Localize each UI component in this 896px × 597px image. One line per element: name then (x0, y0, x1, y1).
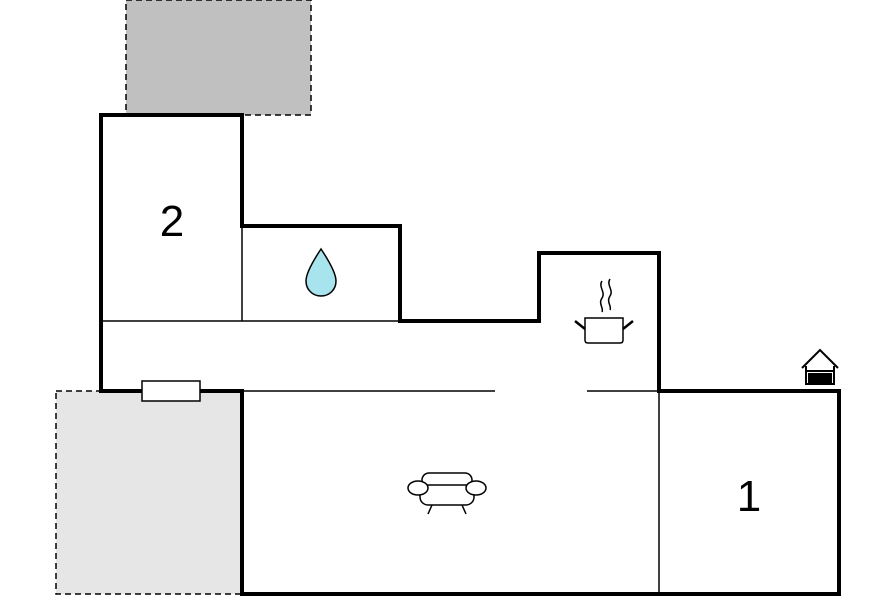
terrace-left (55, 390, 243, 595)
sofa-icon (407, 472, 487, 515)
radiator-icon (141, 380, 201, 402)
house-entrance-icon (801, 348, 839, 385)
room-label-2: 2 (160, 197, 184, 246)
water-drop-icon (305, 247, 337, 297)
interior-walls (101, 226, 660, 594)
exterior-walls (99, 113, 841, 596)
cooking-pot-icon (574, 278, 634, 344)
terrace-top (125, 0, 312, 116)
room-label-1: 1 (737, 472, 761, 521)
